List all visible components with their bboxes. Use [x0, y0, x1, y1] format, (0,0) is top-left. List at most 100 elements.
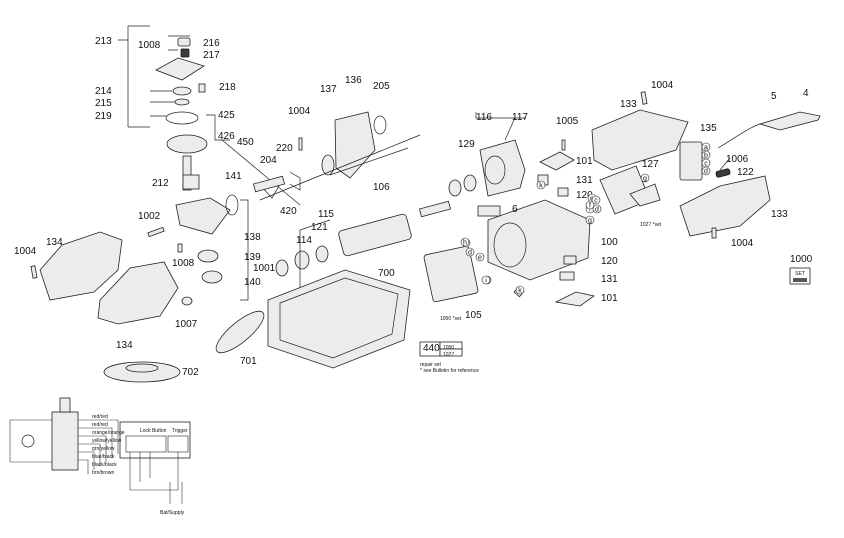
part-gear-disc [166, 134, 208, 154]
svg-text:i: i [485, 277, 487, 284]
callout-450: 450 [237, 137, 254, 148]
trigger-label: Trigger [172, 428, 188, 434]
svg-text:d: d [595, 206, 599, 213]
svg-text:d: d [468, 249, 472, 256]
callout-101: 101 [576, 156, 593, 167]
part-212-gear [182, 174, 200, 190]
part-106-armature [338, 213, 412, 257]
svg-text:g: g [588, 217, 592, 224]
callout-116: 116 [476, 112, 492, 123]
circled-letter-d: d [592, 204, 602, 213]
svg-text:d: d [704, 168, 708, 175]
callout-105: 105 [465, 310, 482, 321]
callout-216: 216 [203, 38, 220, 49]
motor-symbol [21, 434, 35, 448]
part-136-gear-case [334, 111, 376, 179]
callout-129: 129 [458, 139, 475, 150]
circled-letter-g: g [640, 173, 650, 182]
wire-label: red/red [92, 422, 108, 428]
part-6-label [477, 205, 501, 217]
part-135-cord-clamp [679, 141, 703, 181]
callout-106: 106 [373, 182, 390, 193]
part-218-pin [198, 83, 206, 93]
callout-700: 700 [378, 268, 395, 279]
svg-text:k: k [518, 287, 522, 294]
part-420-shaft [252, 175, 286, 193]
wire-label: brn/brown [92, 470, 114, 476]
callout-1008: 1008 [172, 258, 195, 269]
callout-702: 702 [182, 367, 199, 378]
callout-6: 6 [512, 204, 518, 215]
part-140-ring [201, 270, 223, 284]
part-219-oring [165, 111, 199, 125]
part-1007-cap [181, 296, 193, 306]
callout-426: 426 [218, 131, 235, 142]
part-1027-set [629, 183, 661, 207]
callout-218: 218 [219, 82, 236, 93]
svg-text:f: f [589, 206, 591, 213]
part-116-brush-holder [479, 139, 526, 197]
callout-120: 120 [601, 256, 618, 267]
part-flange-plate [155, 57, 205, 81]
callout-121: 121 [311, 222, 328, 233]
callout-5: 5 [771, 91, 777, 102]
part-5-cord-wires [717, 123, 761, 149]
callout-1008: 1008 [138, 40, 161, 51]
callout-205: 205 [373, 81, 390, 92]
callout-215: 215 [95, 98, 112, 109]
svg-text:f: f [589, 202, 591, 209]
part-120-spring [557, 187, 569, 197]
field-coil-block [51, 411, 79, 471]
part-1001-bearing [275, 259, 289, 277]
part-215-ring [174, 98, 190, 106]
part-212-spindle [182, 155, 192, 191]
left-housing-group [30, 226, 193, 383]
set-1000-icon: SET [789, 267, 811, 285]
part-gear-housing [175, 197, 231, 235]
part-129-ring [484, 155, 506, 185]
callout-1007: 1007 [175, 319, 198, 330]
circled-letter-k: k [515, 285, 525, 295]
wire-label: orange/orange [92, 430, 125, 436]
callout-214: 214 [95, 86, 112, 97]
part-120-spring-lower [563, 255, 577, 265]
circled-letter-c: c [701, 158, 711, 167]
callout-204: 204 [260, 155, 277, 166]
part-134-lower [97, 261, 179, 325]
part-4-cord [758, 111, 821, 131]
callout-440: 440 [423, 343, 440, 354]
part-1002-screw [147, 226, 165, 238]
gear-head-group [118, 25, 239, 235]
part-139-bearing [197, 249, 219, 263]
part-1004-bolt [298, 137, 303, 151]
part-137-gear [321, 154, 335, 176]
circled-letter-k: k [536, 180, 546, 189]
circled-letter-a: a [701, 142, 711, 151]
part-100-motor-housing [487, 199, 591, 281]
part-1008-screw [177, 243, 183, 253]
circled-letter-b: b [701, 150, 711, 159]
part-1004-top-screw [640, 91, 648, 105]
callout-141: 141 [225, 171, 242, 182]
part-105-field [423, 245, 479, 303]
repair-note-line-2: * see Bulletin for reference [420, 368, 479, 374]
circled-letter-c: c [591, 195, 601, 204]
callout-134: 134 [116, 340, 133, 351]
circled-letter-e: e [475, 252, 485, 262]
wire-label: red/red [92, 414, 108, 420]
callout-1004: 1004 [731, 238, 754, 249]
part-134-upper [39, 231, 123, 301]
part-1004-screw [30, 265, 38, 279]
callout-217: 217 [203, 50, 220, 61]
wire-color-labels: red/redred/redorange/orangeyellow/yellow… [92, 414, 125, 476]
callout-1006: 1006 [726, 154, 749, 165]
part-122-cap [715, 168, 731, 178]
callout-137: 137 [320, 84, 337, 95]
callout-1027: 1027 [443, 352, 454, 358]
callout-420: 420 [280, 206, 297, 217]
svg-text:b: b [704, 152, 708, 159]
part-101-lever-lower [554, 291, 595, 307]
callout-122: 122 [737, 167, 754, 178]
repair-set-440: repair set * see Bulletin for reference [419, 341, 479, 374]
